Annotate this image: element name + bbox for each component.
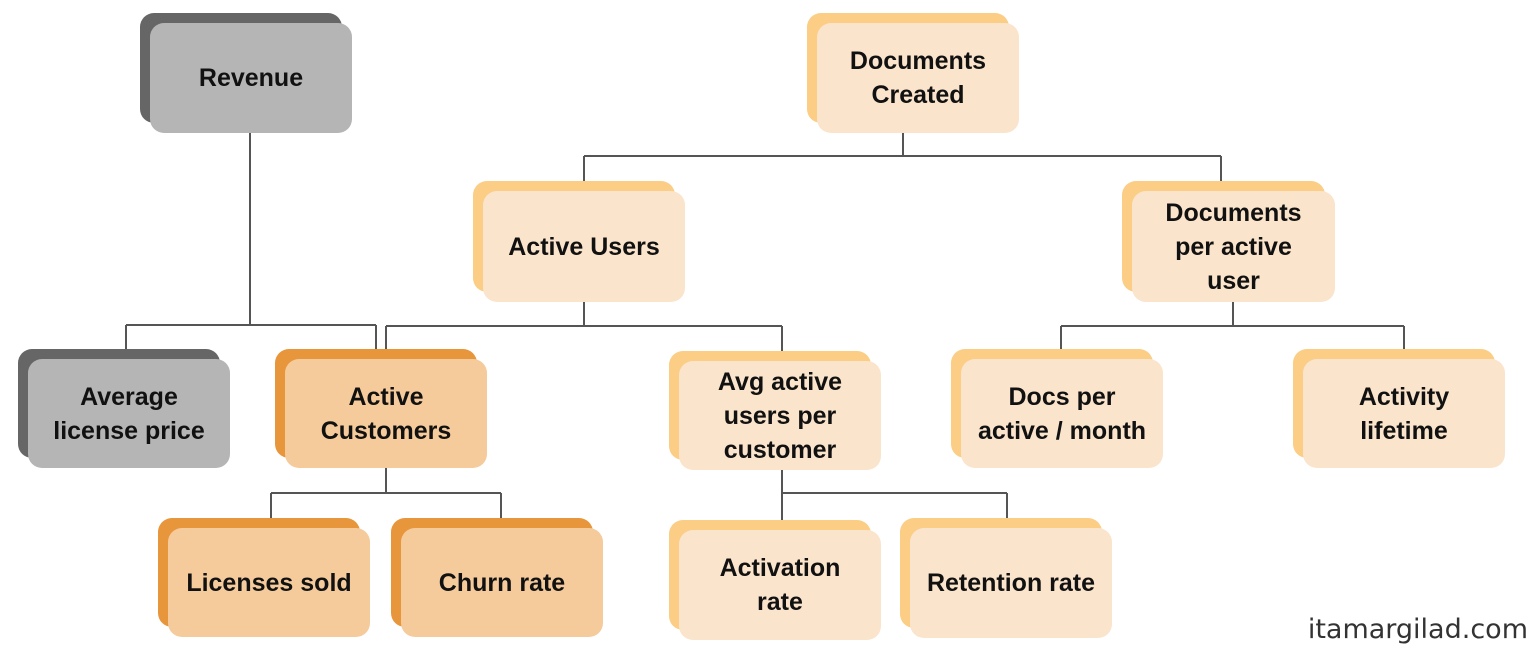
node-label: Avg active users per customer: [679, 361, 881, 470]
node-label: Docs per active / month: [961, 359, 1163, 468]
node-label: Average license price: [28, 359, 230, 468]
node-label: Churn rate: [401, 528, 603, 637]
node-label: Activity lifetime: [1303, 359, 1505, 468]
node-docs-per-active-month: Docs per active / month: [951, 349, 1163, 468]
node-licenses-sold: Licenses sold: [158, 518, 370, 637]
node-activity-lifetime: Activity lifetime: [1293, 349, 1505, 468]
watermark: itamargilad.com: [1307, 614, 1528, 645]
node-label: Active Customers: [285, 359, 487, 468]
node-label: Active Users: [483, 191, 685, 302]
node-documents-created: Documents Created: [807, 13, 1019, 133]
node-avg-active-users-per-customer: Avg active users per customer: [669, 351, 881, 470]
node-average-license-price: Average license price: [18, 349, 230, 468]
node-label: Documents per active user: [1132, 191, 1335, 302]
node-activation-rate: Activation rate: [669, 520, 881, 640]
node-active-customers: Active Customers: [275, 349, 487, 468]
node-churn-rate: Churn rate: [391, 518, 603, 637]
node-label: Retention rate: [910, 528, 1112, 638]
node-documents-per-active-user: Documents per active user: [1122, 181, 1335, 302]
node-label: Licenses sold: [168, 528, 370, 637]
node-active-users: Active Users: [473, 181, 685, 302]
node-label: Documents Created: [817, 23, 1019, 133]
node-retention-rate: Retention rate: [900, 518, 1112, 638]
node-revenue: Revenue: [140, 13, 352, 133]
node-label: Revenue: [150, 23, 352, 133]
node-label: Activation rate: [679, 530, 881, 640]
